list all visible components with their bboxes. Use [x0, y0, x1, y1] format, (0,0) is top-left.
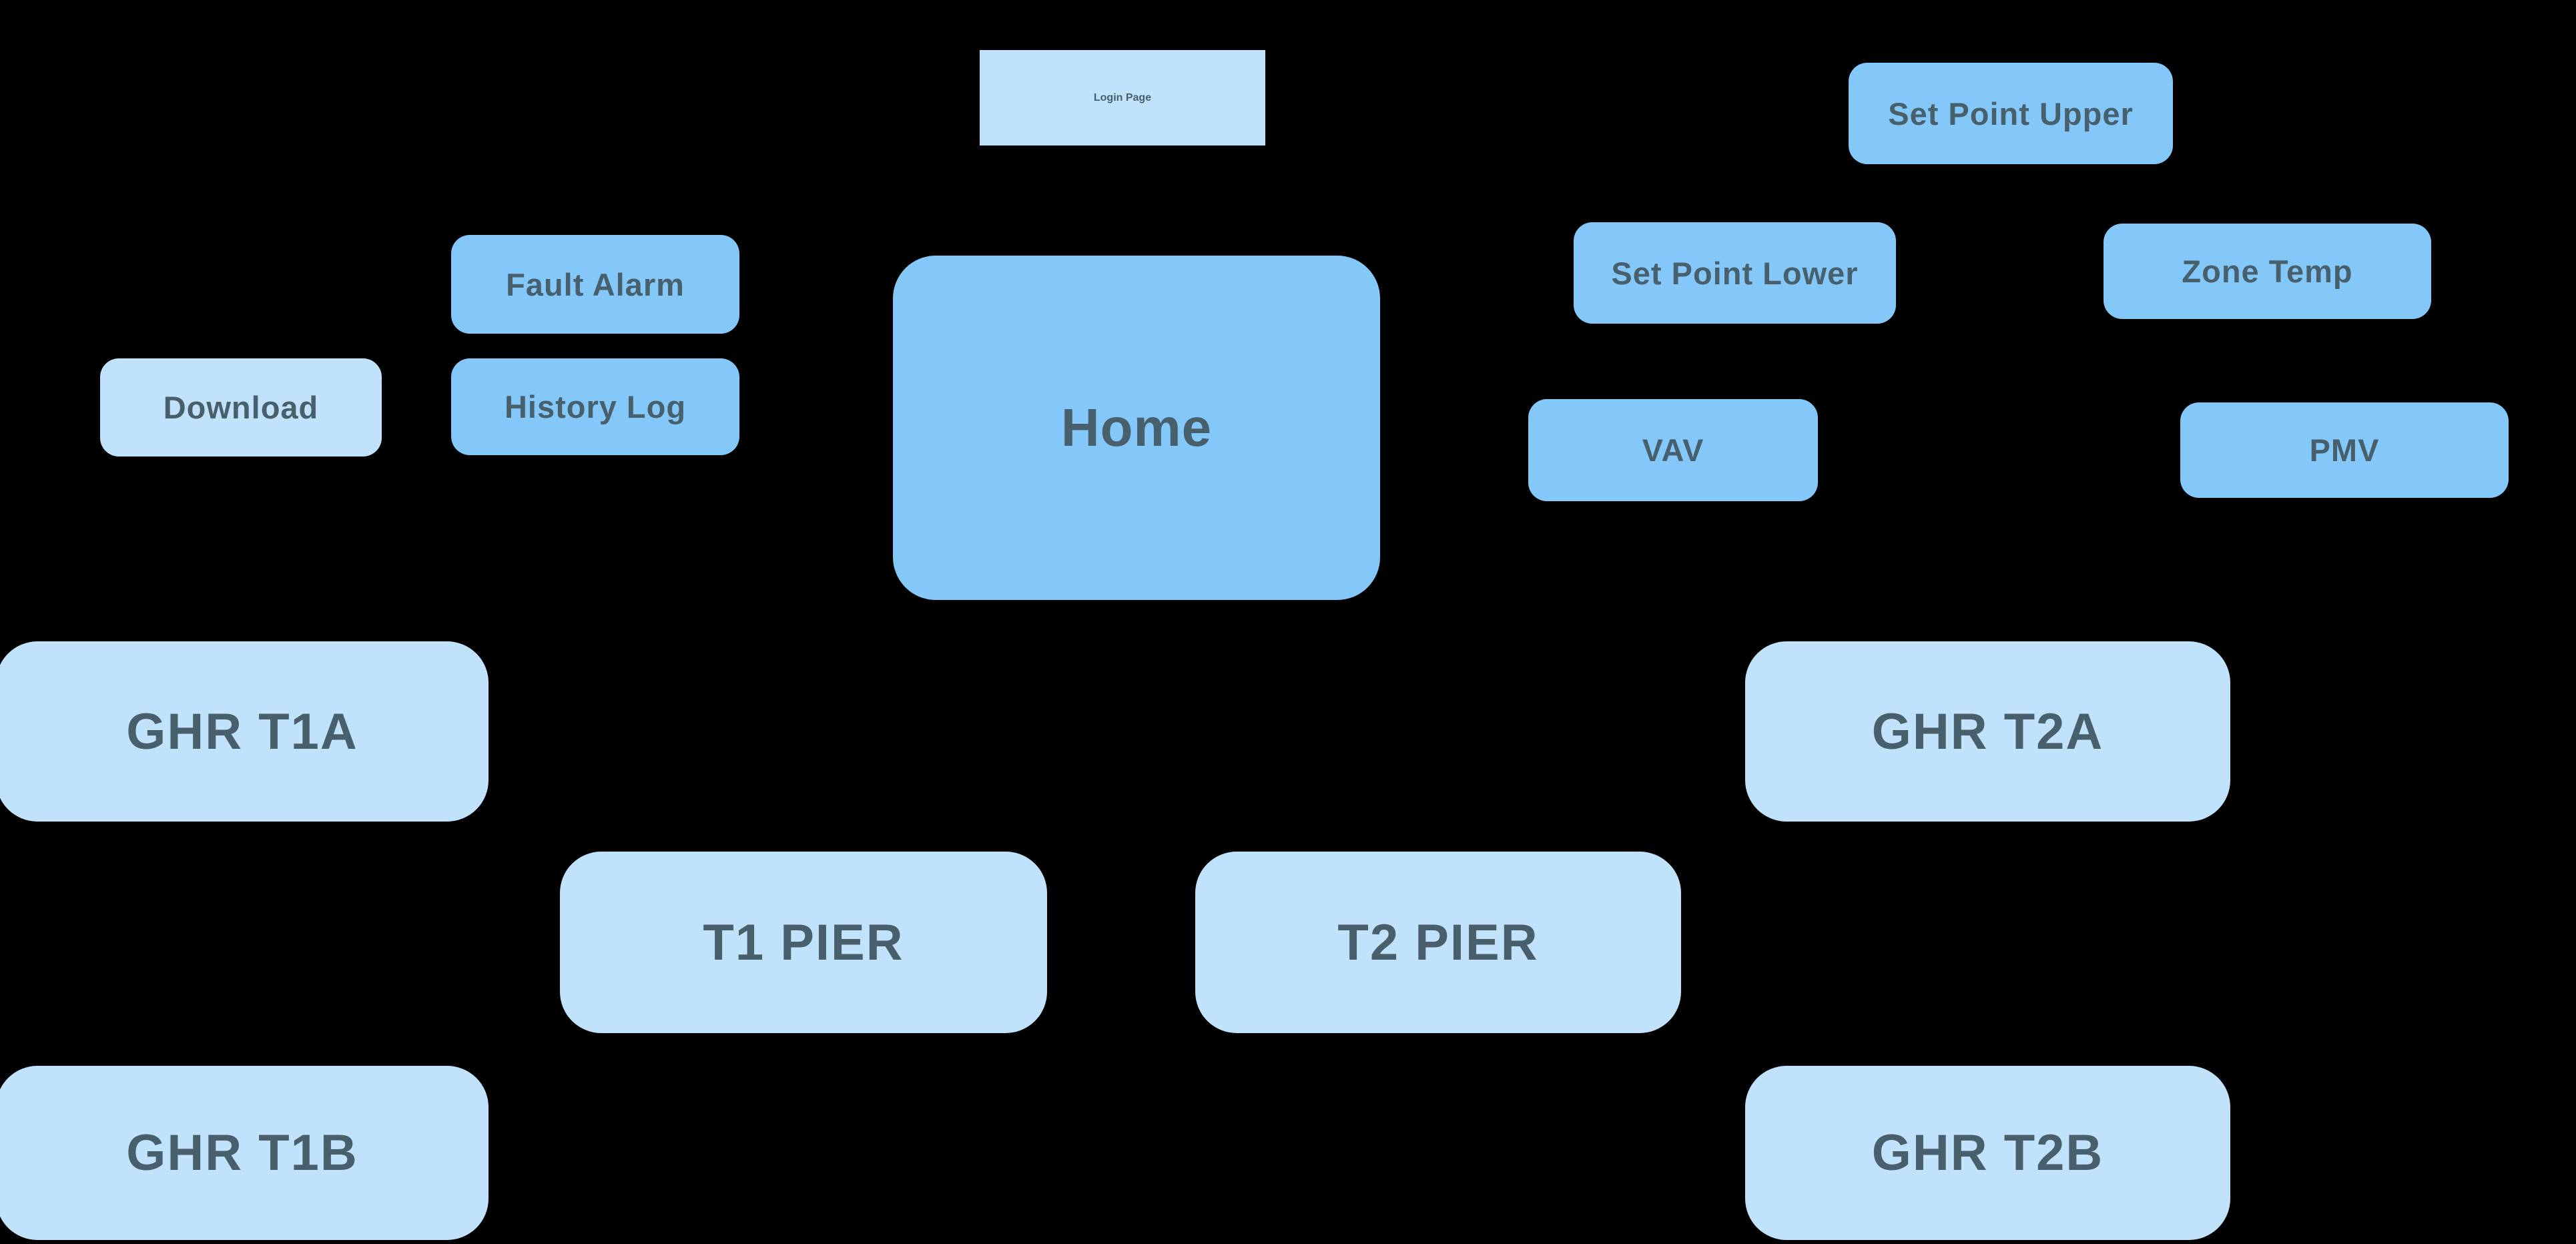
node-t1-pier[interactable]: T1 PIER [560, 852, 1047, 1033]
node-download-label: Download [163, 390, 319, 425]
node-login-page-label: Login Page [1093, 91, 1152, 103]
node-ghr-t2a-label: GHR T2A [1871, 703, 2104, 760]
node-set-point-lower-label: Set Point Lower [1611, 255, 1859, 291]
node-t2-pier[interactable]: T2 PIER [1195, 852, 1681, 1033]
node-home-label: Home [1060, 398, 1213, 457]
node-ghr-t1b[interactable]: GHR T1B [0, 1066, 489, 1240]
node-t1-pier-label: T1 PIER [703, 914, 904, 971]
node-ghr-t2a[interactable]: GHR T2A [1745, 641, 2230, 822]
node-history-log[interactable]: History Log [451, 358, 739, 455]
node-zone-temp[interactable]: Zone Temp [2104, 224, 2431, 319]
node-set-point-upper[interactable]: Set Point Upper [1849, 63, 2173, 164]
node-t2-pier-label: T2 PIER [1337, 914, 1539, 971]
node-ghr-t1a[interactable]: GHR T1A [0, 641, 489, 822]
node-set-point-upper-label: Set Point Upper [1888, 95, 2134, 131]
node-set-point-lower[interactable]: Set Point Lower [1574, 222, 1896, 324]
node-fault-alarm[interactable]: Fault Alarm [451, 235, 739, 334]
node-vav-label: VAV [1642, 432, 1704, 468]
node-ghr-t2b[interactable]: GHR T2B [1745, 1066, 2230, 1240]
node-vav[interactable]: VAV [1528, 399, 1818, 501]
node-zone-temp-label: Zone Temp [2182, 254, 2353, 289]
node-download[interactable]: Download [100, 358, 382, 456]
node-ghr-t2b-label: GHR T2B [1871, 1125, 2104, 1181]
node-home[interactable]: Home [893, 256, 1380, 600]
node-ghr-t1b-label: GHR T1B [126, 1125, 358, 1181]
node-pmv-label: PMV [2309, 432, 2380, 468]
node-ghr-t1a-label: GHR T1A [126, 703, 358, 760]
node-pmv[interactable]: PMV [2180, 402, 2509, 498]
node-login-page[interactable]: Login Page [980, 50, 1265, 145]
node-fault-alarm-label: Fault Alarm [506, 266, 685, 302]
node-history-log-label: History Log [504, 389, 687, 424]
